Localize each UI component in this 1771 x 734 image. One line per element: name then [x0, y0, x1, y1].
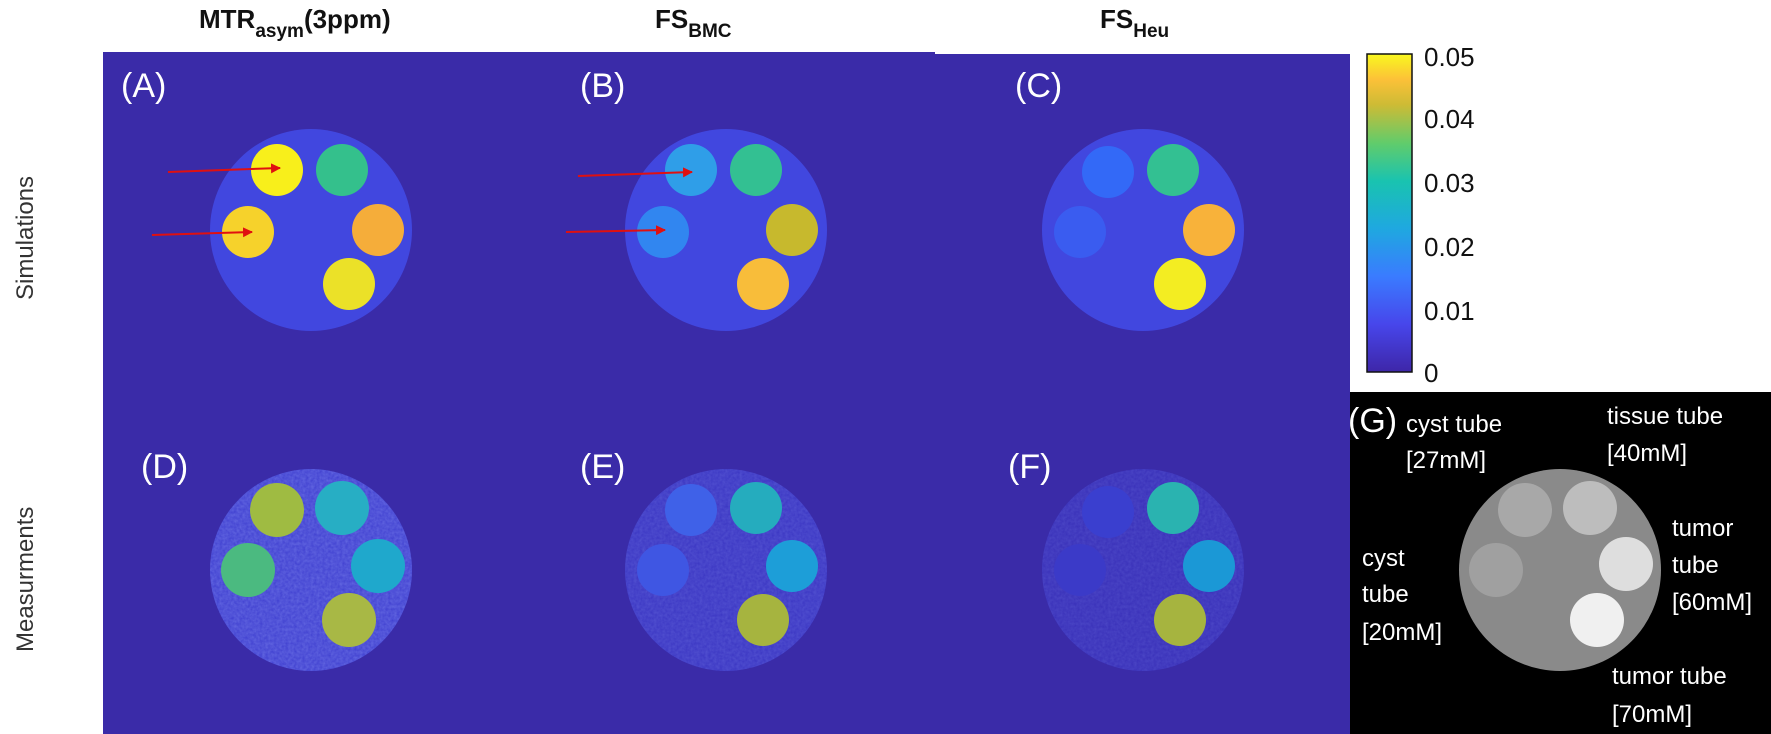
arrow: [167, 163, 281, 174]
title-main: FS: [655, 4, 689, 34]
panel-label-g: (G): [1348, 402, 1397, 440]
tube: [766, 204, 818, 256]
annotation-cyst-top: cyst tube: [1406, 411, 1502, 438]
title-main: MTR: [199, 4, 256, 34]
tube: [1154, 594, 1206, 646]
panel-g: (G) cyst tube [27mM] tissue tube [40mM] …: [1348, 392, 1771, 734]
annotation-tumor-right: tumor: [1672, 515, 1733, 542]
colorbar: 0.05 0.04 0.03 0.02 0.01 0: [1366, 42, 1475, 388]
tube: [315, 481, 369, 535]
panel-label-d: (D): [141, 448, 188, 486]
panel-label-c: (C): [1015, 67, 1062, 105]
tube: [316, 144, 368, 196]
tube: [1183, 204, 1235, 256]
tube: [1154, 258, 1206, 310]
tube: [1570, 593, 1624, 647]
tube: [766, 540, 818, 592]
title-sub: Heu: [1133, 21, 1170, 42]
tube: [1469, 543, 1523, 597]
panel-label-f: (F): [1008, 448, 1051, 486]
annotation-tumor-bottom: tumor tube: [1612, 663, 1727, 690]
tube: [352, 204, 404, 256]
column-title-fs-heu: FSHeu: [1100, 4, 1169, 43]
title-sub: asym: [255, 21, 304, 42]
tube: [637, 206, 689, 258]
tube: [322, 593, 376, 647]
colorbar-gradient: [1366, 53, 1413, 373]
tube: [251, 144, 303, 196]
panel-a: (A): [121, 67, 412, 331]
column-title-fs-bmc: FSBMC: [655, 4, 732, 43]
title-sub: BMC: [688, 21, 732, 42]
arrow: [151, 227, 253, 238]
tube: [1599, 537, 1653, 591]
arrow: [565, 225, 666, 236]
tube: [1498, 483, 1552, 537]
panel-d: (D): [141, 448, 412, 671]
column-title-mtr: MTRasym(3ppm): [199, 4, 391, 43]
tube: [1082, 486, 1134, 538]
panel-label-e: (E): [580, 448, 625, 486]
tube: [250, 483, 304, 537]
tube: [665, 144, 717, 196]
annotation-tissue-conc: [40mM]: [1607, 440, 1687, 467]
tube: [1082, 146, 1134, 198]
arrow: [577, 167, 693, 178]
tube: [323, 258, 375, 310]
colorbar-tick: 0.01: [1424, 296, 1475, 326]
tube: [1563, 481, 1617, 535]
colorbar-tick: 0.03: [1424, 168, 1475, 198]
tube: [665, 484, 717, 536]
tube: [737, 258, 789, 310]
annotation-cyst-left-conc: [20mM]: [1362, 619, 1442, 646]
tube: [1147, 482, 1199, 534]
colorbar-tick: 0: [1424, 358, 1438, 388]
tube: [221, 543, 275, 597]
annotation-tumor-bottom-conc: [70mM]: [1612, 701, 1692, 728]
annotation-tumor-right-tube: tube: [1672, 552, 1719, 579]
panel-label-b: (B): [580, 67, 625, 105]
panel-f: (F): [1008, 448, 1244, 671]
annotation-tissue: tissue tube: [1607, 403, 1723, 430]
annotation-cyst-top-conc: [27mM]: [1406, 447, 1486, 474]
tube: [637, 544, 689, 596]
panel-label-a: (A): [121, 67, 166, 105]
annotation-cyst-left-tube: tube: [1362, 581, 1409, 608]
tube: [1054, 206, 1106, 258]
tube: [351, 539, 405, 593]
panel-b: (B): [565, 67, 827, 331]
panel-c-top-gap: [935, 48, 1350, 54]
tube: [1147, 144, 1199, 196]
colorbar-tick: 0.05: [1424, 42, 1475, 72]
title-suffix: (3ppm): [303, 4, 391, 34]
annotation-cyst-left: cyst: [1362, 545, 1405, 572]
title-main: FS: [1100, 4, 1134, 34]
tube: [730, 482, 782, 534]
tube: [737, 594, 789, 646]
panel-e: (E): [580, 448, 827, 671]
tube: [1054, 544, 1106, 596]
colorbar-tick: 0.04: [1424, 104, 1475, 134]
tube: [730, 144, 782, 196]
panel-c: (C): [1015, 67, 1244, 331]
colorbar-tick: 0.02: [1424, 232, 1475, 262]
tube: [1183, 540, 1235, 592]
annotation-tumor-right-conc: [60mM]: [1672, 589, 1752, 616]
